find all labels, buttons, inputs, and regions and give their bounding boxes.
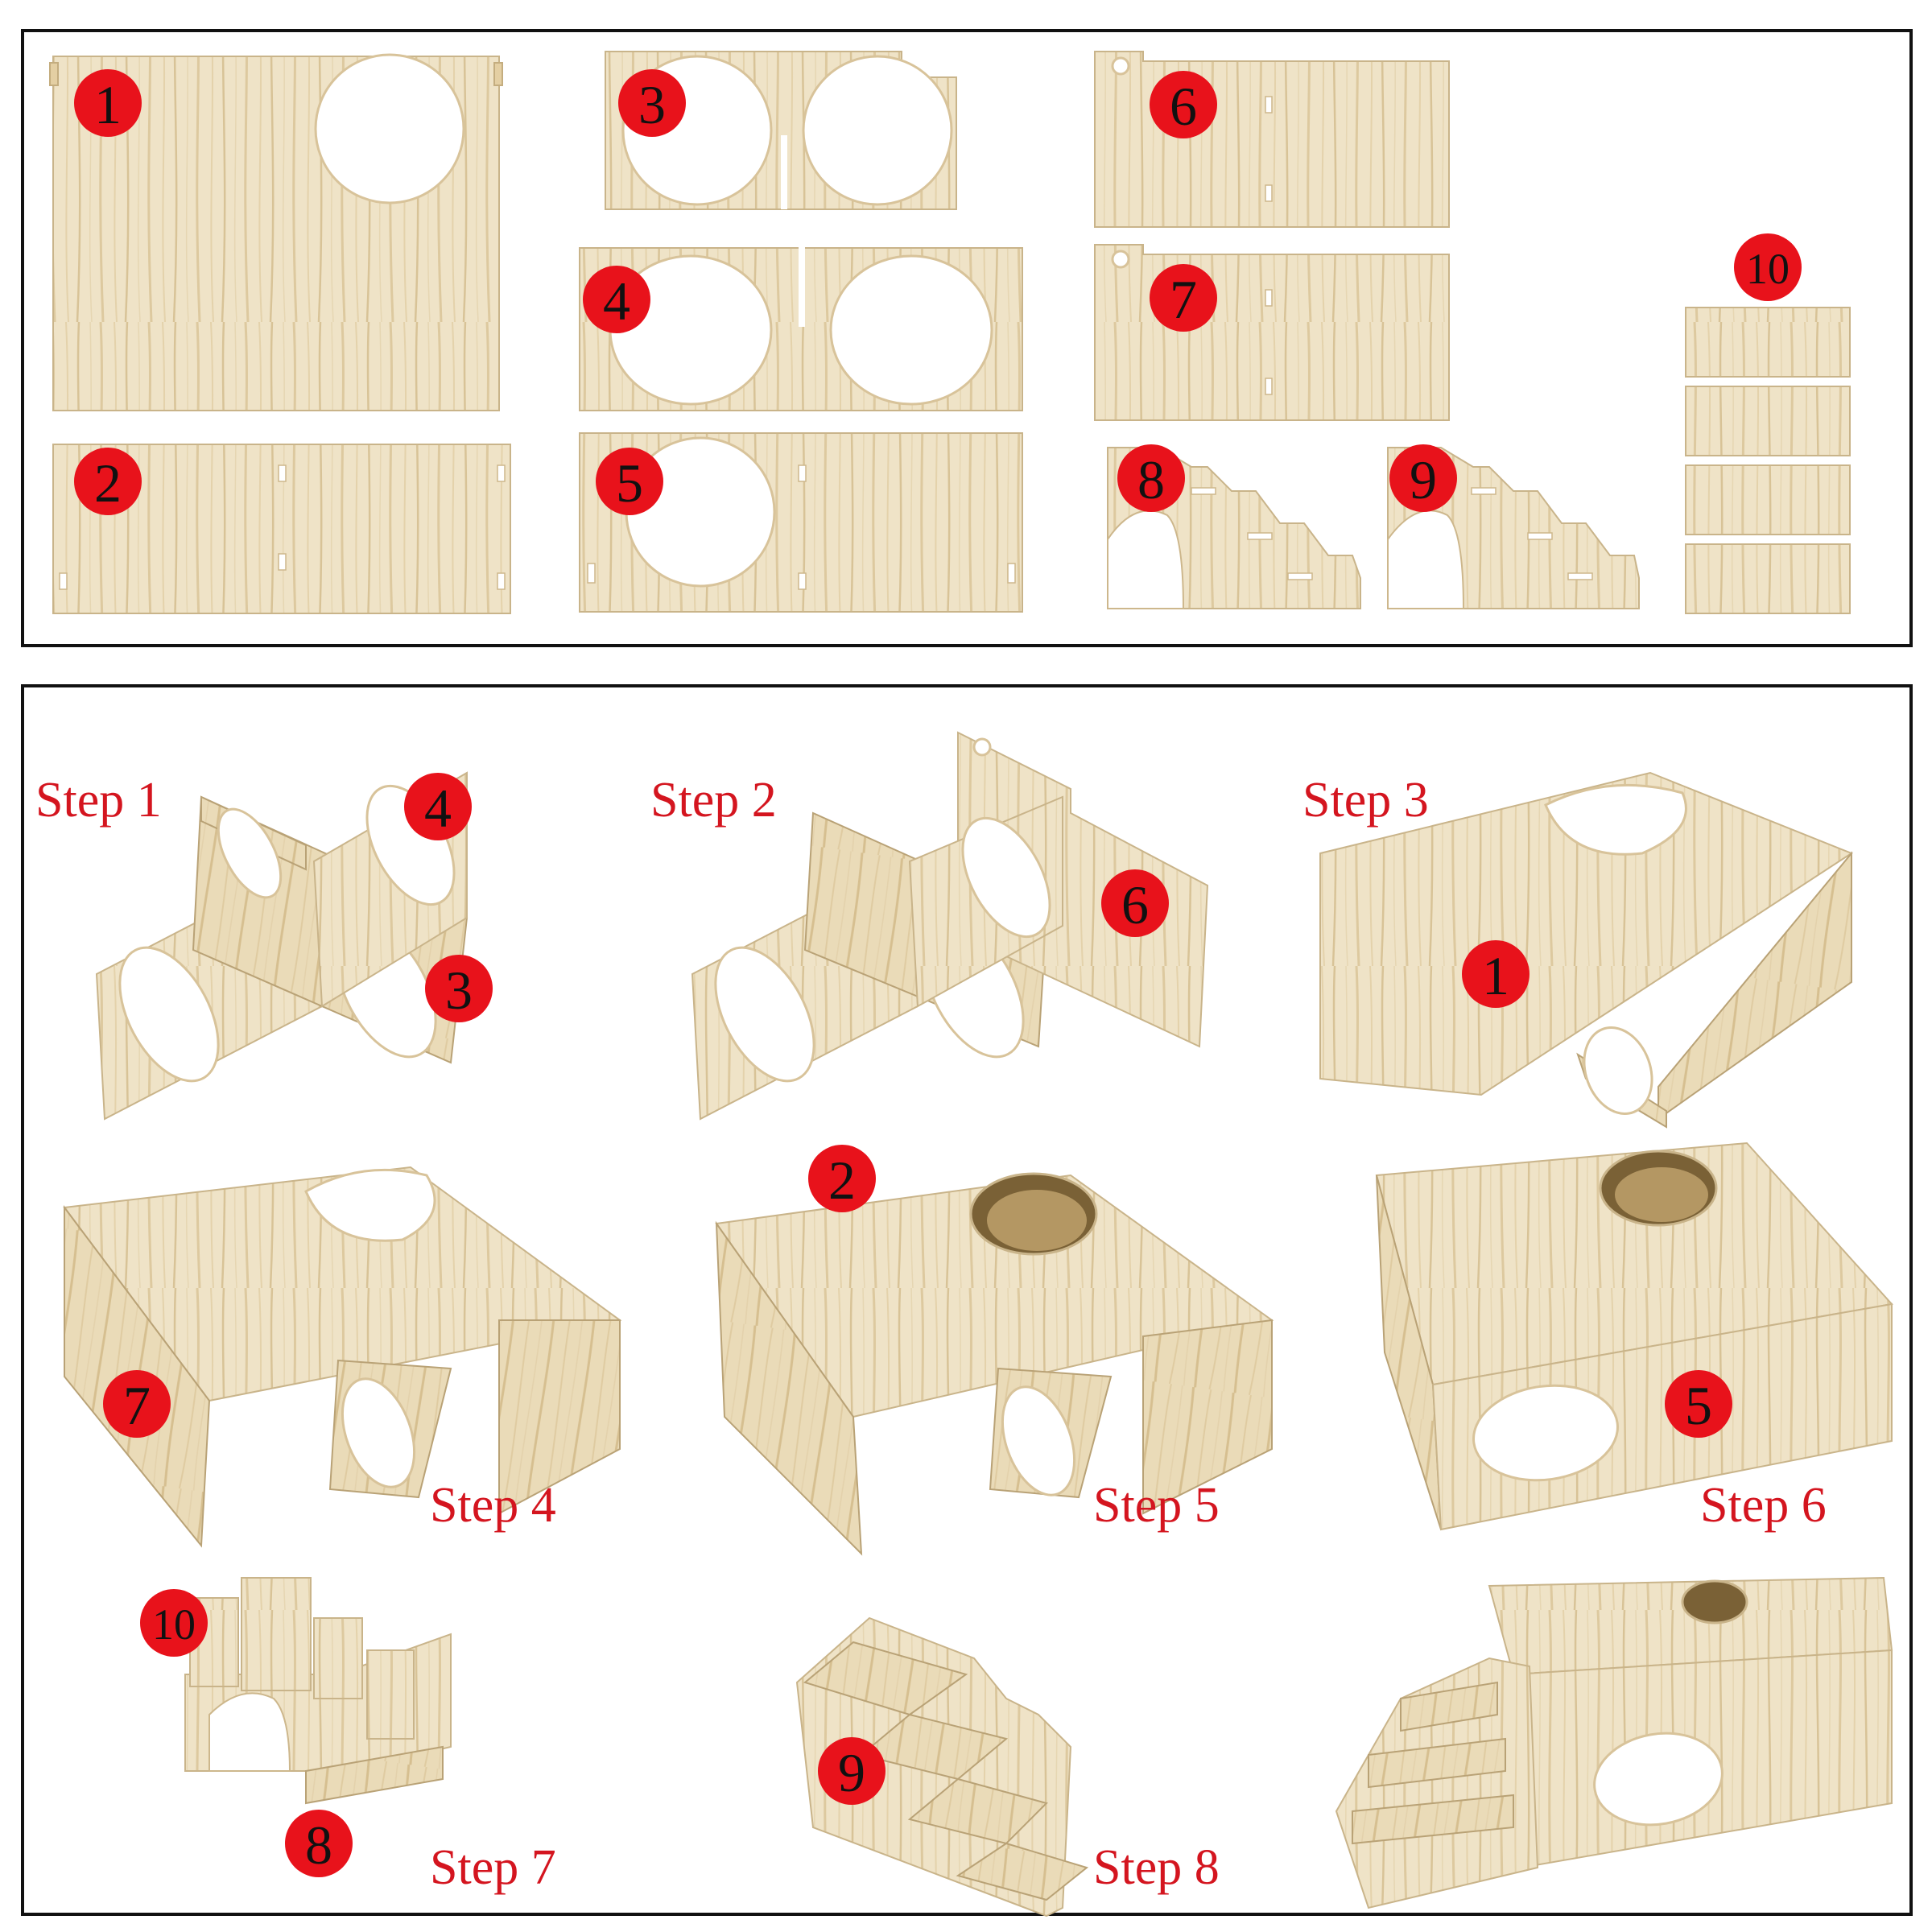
step-1-badge-4: 4 — [404, 773, 472, 840]
svg-text:8: 8 — [1137, 449, 1165, 510]
step-3-illustration — [1319, 771, 1854, 1129]
svg-text:5: 5 — [1685, 1375, 1712, 1436]
final-assembly-illustration — [1335, 1576, 1893, 1909]
svg-text:1: 1 — [94, 74, 122, 135]
step-2-illustration — [691, 731, 1209, 1121]
svg-text:1: 1 — [1482, 945, 1509, 1006]
svg-text:9: 9 — [838, 1742, 865, 1803]
step-1-badge-3: 3 — [425, 955, 493, 1022]
svg-text:9: 9 — [1410, 449, 1437, 510]
part-10-slats — [1685, 307, 1851, 614]
svg-text:4: 4 — [603, 270, 630, 332]
step-1-illustration — [95, 771, 469, 1121]
svg-text:3: 3 — [638, 74, 666, 135]
part-6-panel — [1094, 51, 1450, 228]
step-7-label: Step 7 — [430, 1840, 556, 1895]
step-2-label: Step 2 — [650, 773, 777, 828]
svg-text:6: 6 — [1121, 874, 1149, 935]
step-5-label: Step 5 — [1093, 1478, 1220, 1533]
svg-text:3: 3 — [445, 960, 473, 1021]
svg-text:10: 10 — [1746, 245, 1790, 293]
part-4-panel — [579, 246, 1023, 411]
step-7-badge-8: 8 — [285, 1810, 353, 1877]
part-5-panel — [579, 432, 1023, 613]
part-badge-2: 2 — [74, 448, 142, 515]
step-8-illustration — [795, 1616, 1089, 1918]
part-badge-10: 10 — [1734, 233, 1802, 301]
step-3-label: Step 3 — [1302, 773, 1429, 828]
step-6-label: Step 6 — [1700, 1478, 1827, 1533]
step-6-badge-5: 5 — [1665, 1370, 1732, 1438]
part-badge-6: 6 — [1150, 71, 1217, 138]
part-badge-8: 8 — [1117, 444, 1185, 512]
svg-text:6: 6 — [1170, 76, 1197, 137]
part-badge-7: 7 — [1150, 264, 1217, 332]
step-2-badge-6: 6 — [1101, 869, 1169, 937]
svg-text:2: 2 — [828, 1150, 856, 1211]
step-8-badge-9: 9 — [818, 1737, 886, 1805]
part-2-panel — [52, 444, 511, 614]
svg-text:7: 7 — [123, 1375, 151, 1436]
step-4-illustration — [63, 1166, 622, 1548]
step-4-label: Step 4 — [430, 1478, 556, 1533]
step-1-label: Step 1 — [35, 773, 162, 828]
step-5-badge-2: 2 — [808, 1145, 876, 1212]
svg-text:2: 2 — [94, 452, 122, 514]
part-badge-4: 4 — [583, 266, 650, 333]
step-8-label: Step 8 — [1093, 1840, 1220, 1895]
svg-text:10: 10 — [152, 1600, 196, 1649]
svg-text:4: 4 — [424, 778, 452, 839]
part-badge-1: 1 — [74, 69, 142, 137]
part-badge-3: 3 — [618, 69, 686, 137]
step-3-badge-1: 1 — [1462, 940, 1530, 1008]
step-6-illustration — [1375, 1141, 1893, 1531]
part-1-panel — [49, 53, 503, 411]
svg-text:5: 5 — [616, 452, 643, 514]
step-4-badge-7: 7 — [103, 1370, 171, 1438]
svg-text:7: 7 — [1170, 269, 1197, 330]
step-7-badge-10: 10 — [140, 1589, 208, 1657]
step-5-illustration — [715, 1172, 1274, 1556]
part-7-panel — [1094, 244, 1450, 421]
part-badge-5: 5 — [596, 448, 663, 515]
part-badge-9: 9 — [1389, 444, 1457, 512]
svg-text:8: 8 — [305, 1814, 332, 1876]
